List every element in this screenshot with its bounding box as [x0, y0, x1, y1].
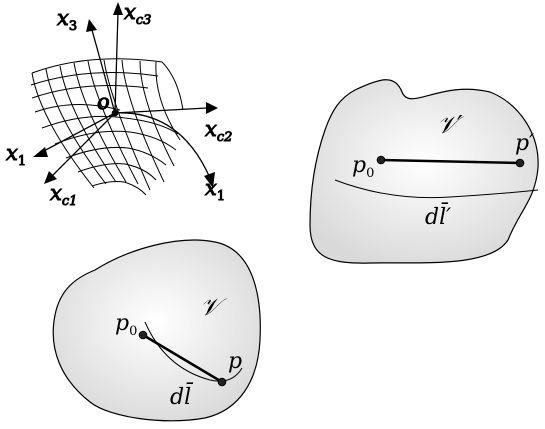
x1-right-label: x1 [205, 176, 225, 204]
deformed-region-label: 𝒱′ [437, 111, 465, 139]
deformed-p-label: p′ [515, 131, 534, 156]
xc1-label: xc1 [50, 181, 77, 209]
reference-line-element [142, 333, 223, 384]
x3-label: x3 [57, 6, 77, 34]
deformed-point-p [515, 158, 525, 168]
reference-element-label: dl̄ [170, 382, 194, 410]
deformed-point-p0 [376, 155, 386, 165]
axis-labels: o x3 xc3 xc2 x1 xc1 x1 [6, 0, 233, 210]
x1-left-label: x1 [6, 141, 26, 169]
reference-body-outline [52, 239, 261, 422]
reference-point-p0 [138, 330, 148, 340]
xc2-arrowhead [206, 102, 218, 114]
xc1-arrowhead [44, 171, 57, 184]
origin-label: o [97, 90, 110, 114]
reference-p0-label: p0 [115, 311, 137, 339]
deformed-body: 𝒱′ p0 p′ dl̄′ [309, 79, 539, 264]
reference-p-label: p [228, 349, 242, 374]
x1-left-arrowhead [33, 147, 48, 157]
curvilinear-grid [30, 58, 184, 196]
deformed-body-outline [309, 79, 539, 264]
x3-arrowhead [86, 19, 97, 32]
axes [41, 11, 211, 179]
coordinate-system: o x3 xc3 xc2 x1 xc1 x1 [6, 0, 233, 210]
reference-point-p [217, 377, 227, 387]
xc3-arrowhead [113, 2, 123, 15]
origin-point [111, 109, 119, 117]
reference-body: 𝒱 p0 p dl̄ [52, 239, 261, 422]
deformed-element-label: dl̄′ [425, 202, 451, 230]
deformed-p0-label: p0 [352, 153, 374, 181]
x1-right-arrowhead [204, 172, 215, 188]
xc2-label: xc2 [205, 117, 232, 145]
deformed-line-element [380, 158, 521, 165]
axis-arrowheads [33, 2, 218, 188]
deformed-material-curve [334, 179, 539, 199]
xc3-label: xc3 [124, 0, 151, 28]
